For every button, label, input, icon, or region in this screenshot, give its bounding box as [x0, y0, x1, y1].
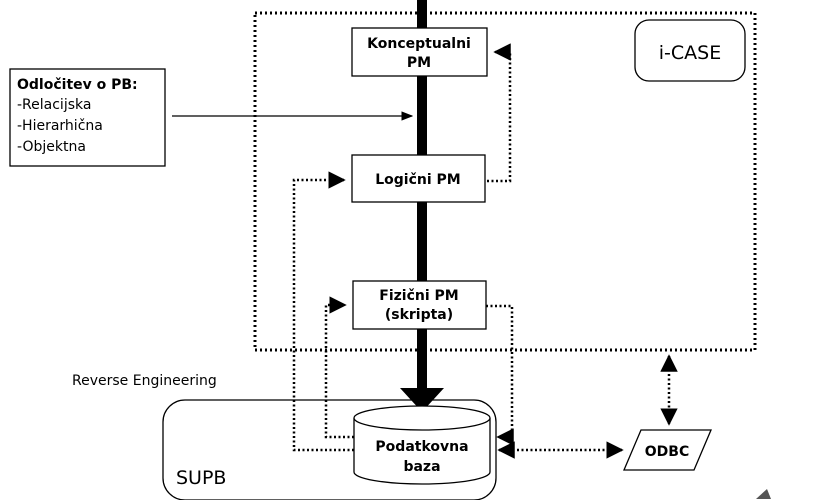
decision-option-relational: -Relacijska: [17, 97, 91, 113]
icase-label: i-CASE: [659, 42, 721, 64]
supb-label: SUPB: [176, 467, 226, 489]
decision-option-object: -Objektna: [17, 139, 86, 155]
logical-to-conceptual-arrow: [487, 43, 512, 183]
decision-box: [9, 68, 166, 167]
icase-boundary: [253, 11, 757, 352]
corner-mark-icon: [756, 489, 771, 499]
database-cylinder: [353, 405, 491, 485]
conceptual-model-line2: PM: [407, 55, 431, 71]
decision-option-hierarchical: -Hierarhična: [17, 118, 103, 134]
logical-model-box: [351, 154, 486, 203]
physical-to-database-arrow: [486, 304, 514, 446]
conceptual-model-box: [351, 27, 488, 77]
reverse-engineering-label: Reverse Engineering: [72, 373, 217, 389]
decision-box-title: Odločitev o PB:: [17, 77, 138, 93]
odbc-box: [623, 429, 712, 471]
supb-container: [162, 399, 497, 500]
physical-model-line2: (skripta): [385, 307, 453, 323]
logical-model-label: Logični PM: [375, 172, 461, 188]
physical-model-line1: Fizični PM: [379, 288, 458, 304]
database-line2: baza: [403, 459, 440, 475]
database-to-logical-arrow: [292, 171, 354, 452]
database-to-physical-arrow: [324, 296, 354, 439]
icase-label-box: [634, 19, 746, 82]
database-line1: Podatkovna: [375, 439, 468, 455]
odbc-label: ODBC: [645, 444, 689, 460]
conceptual-model-line1: Konceptualni: [367, 36, 471, 52]
